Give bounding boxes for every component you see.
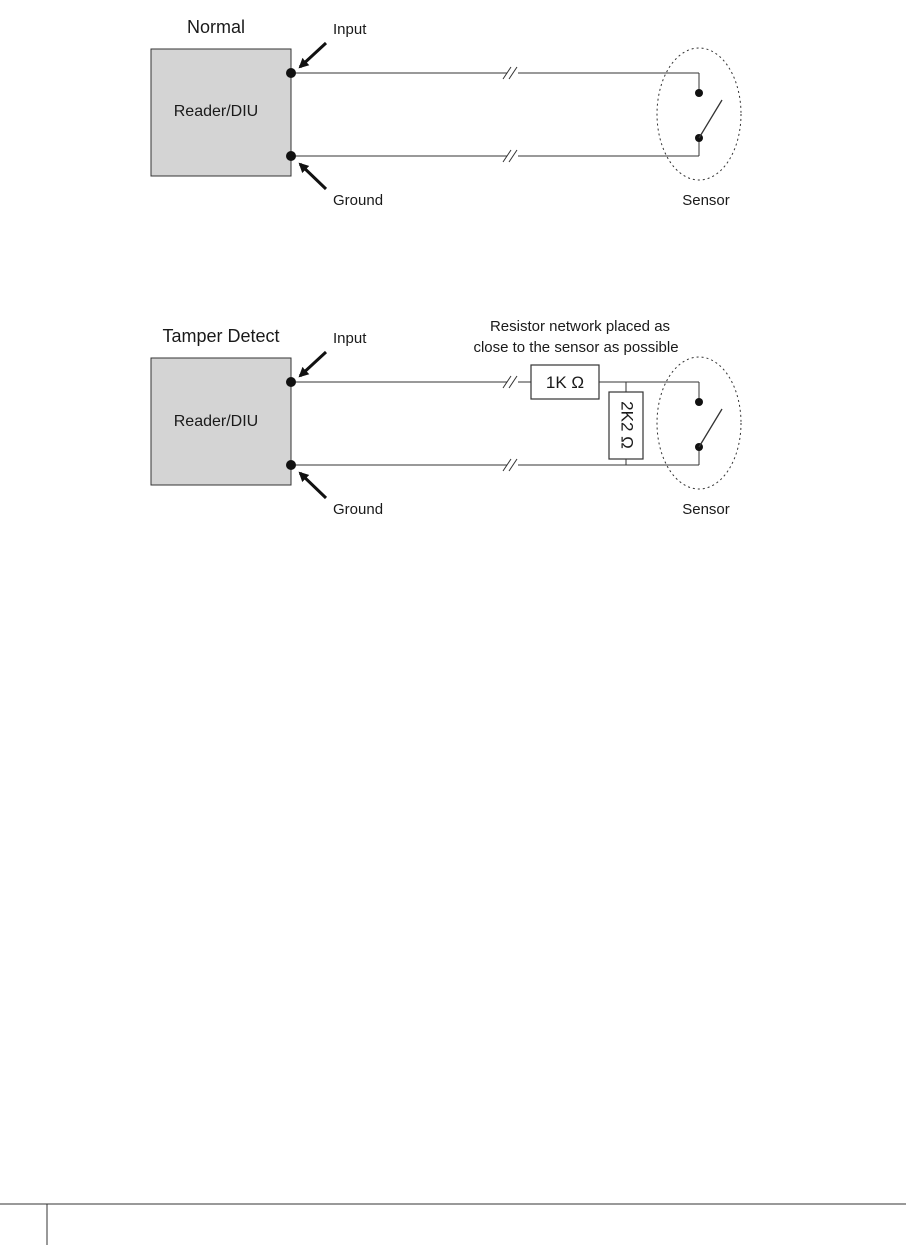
sensor-switch [695,73,722,156]
reader-diu-label: Reader/DIU [174,103,258,120]
ground-label: Ground [333,192,383,209]
reader-diu-label: Reader/DIU [174,413,258,430]
sensor-label: Sensor [682,501,730,518]
resistor-note-line2: close to the sensor as possible [473,339,678,356]
input-terminal [286,377,296,387]
resistor-note-line1: Resistor network placed as [490,318,670,335]
tamper-title: Tamper Detect [162,326,279,346]
ground-pointer-arrow [300,473,326,498]
series-resistor-label: 1K Ω [546,373,584,392]
sensor-enclosure [657,357,741,489]
ground-terminal [286,151,296,161]
sensor-label: Sensor [682,192,730,209]
sensor-switch [695,382,722,465]
input-pointer-arrow [300,43,326,67]
tamper-detect-diagram: Tamper Detect Reader/DIU Resistor networ… [151,318,741,518]
sensor-enclosure [657,48,741,180]
normal-title: Normal [187,17,245,37]
input-label: Input [333,330,367,347]
input-pointer-arrow [300,352,326,376]
ground-pointer-arrow [300,164,326,189]
input-label: Input [333,21,367,38]
ground-label: Ground [333,501,383,518]
parallel-resistor-label: 2K2 Ω [618,401,637,449]
input-terminal [286,68,296,78]
normal-diagram: Normal Reader/DIU Input Ground [151,17,741,209]
ground-terminal [286,460,296,470]
